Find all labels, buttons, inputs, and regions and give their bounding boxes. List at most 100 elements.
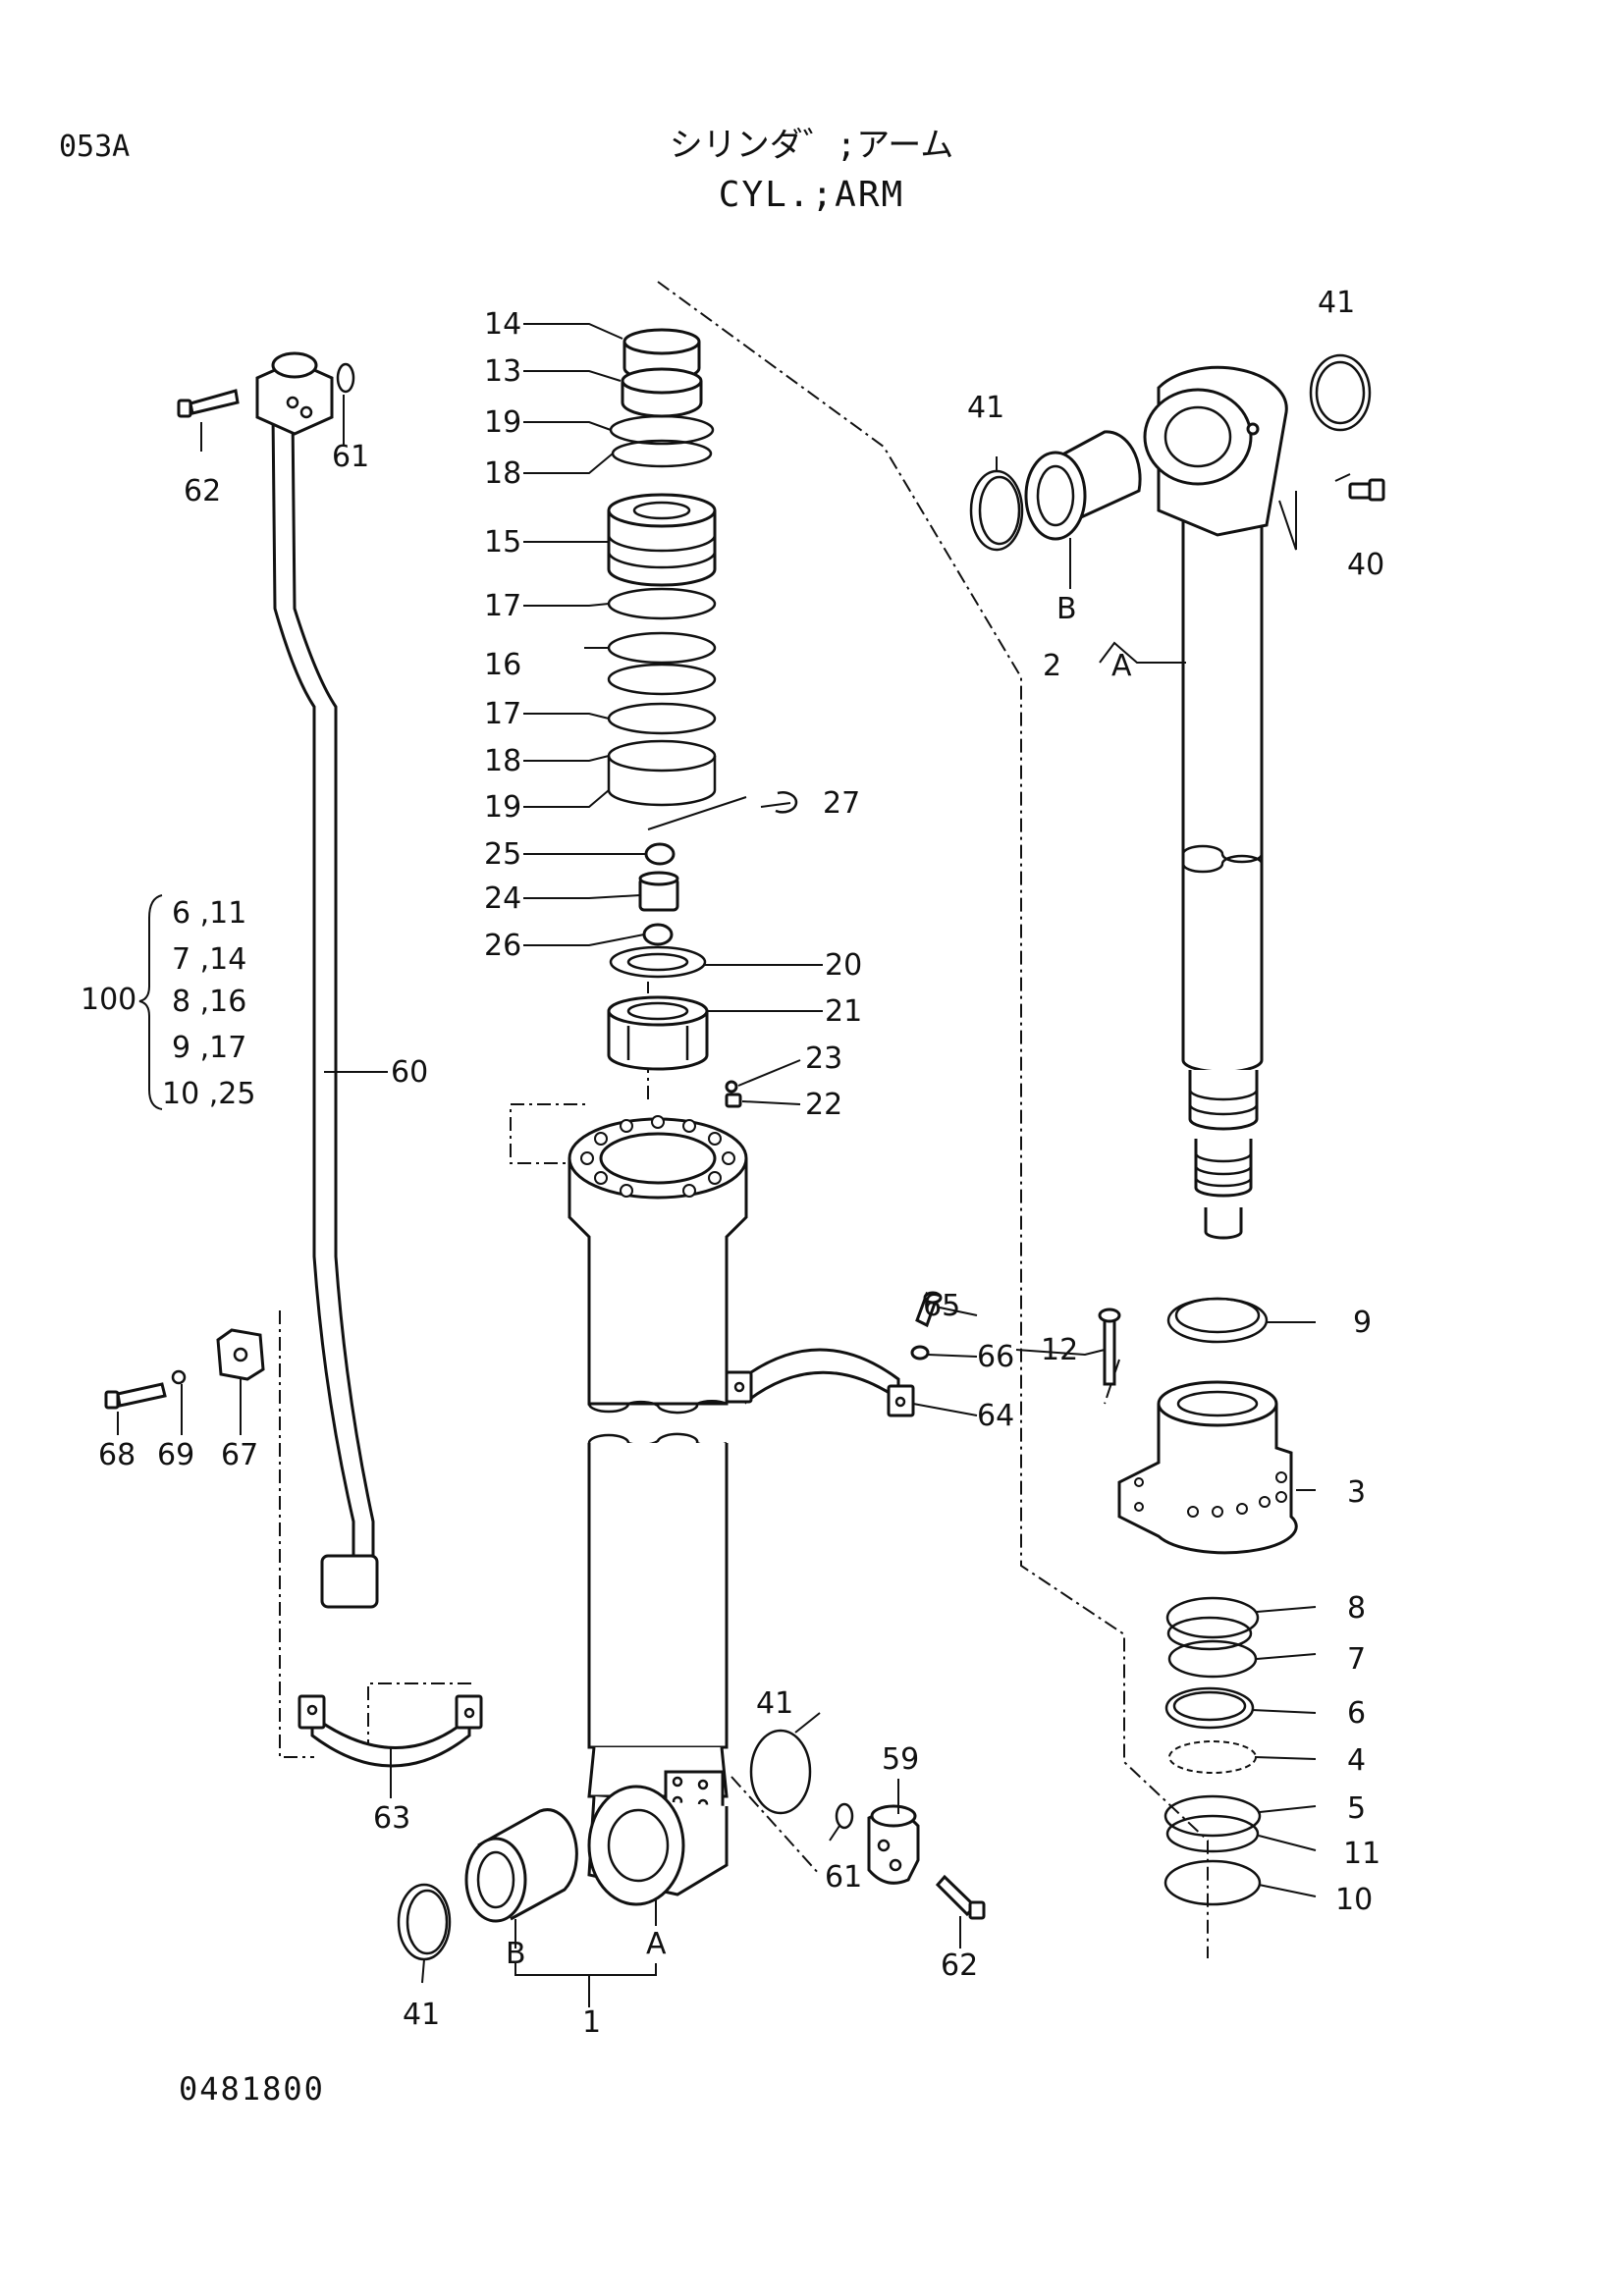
callout-69: 69: [157, 1438, 194, 1472]
callout-1: 1: [582, 2005, 601, 2040]
callout-6: 6: [1347, 1696, 1366, 1731]
callout-15: 15: [484, 525, 521, 560]
part-63-band-clamp: [298, 1694, 483, 1768]
callout-60: 60: [391, 1055, 428, 1090]
part-60-pipe: [271, 410, 379, 1609]
part-1-cylinder-tube: [568, 1115, 748, 1906]
callout-7: 7: [1347, 1642, 1366, 1677]
callout-20: 20: [825, 948, 862, 983]
leader-lines: [117, 323, 1351, 2007]
callout-17-upper: 17: [484, 589, 521, 623]
callout-3: 3: [1347, 1475, 1366, 1510]
kit-100-row: 10 ,25: [162, 1077, 255, 1111]
part-41-ring-rod-top: [1309, 353, 1372, 432]
callout-9: 9: [1353, 1306, 1372, 1340]
part-2-piston-rod: [1143, 365, 1288, 1240]
part-69-washer: [171, 1369, 187, 1385]
callout-27: 27: [823, 786, 860, 821]
callout-19-upper: 19: [484, 405, 521, 440]
callout-24: 24: [484, 881, 521, 916]
callout-66: 66: [977, 1340, 1014, 1374]
callout-41-bottom-left: 41: [403, 1998, 440, 2032]
callout-10: 10: [1335, 1883, 1373, 1917]
callout-41-rod-top: 41: [1318, 286, 1355, 320]
part-21-nut: [607, 995, 709, 1071]
callout-61-bottom: 61: [825, 1860, 862, 1895]
callout-12: 12: [1041, 1333, 1078, 1367]
part-5-ring: [1163, 1794, 1262, 1838]
callout-21: 21: [825, 994, 862, 1029]
callout-23: 23: [805, 1041, 842, 1076]
callout-22: 22: [805, 1088, 842, 1122]
part-18-ring-lower: [607, 739, 717, 773]
part-27-snap-ring: [775, 791, 798, 814]
callout-41-bottom-right: 41: [756, 1686, 793, 1721]
flange-bolt-holes: [580, 1115, 735, 1198]
callout-63: 63: [373, 1801, 410, 1836]
part-40-grease-fitting: [1348, 478, 1385, 502]
callout-17-lower: 17: [484, 697, 521, 731]
part-17-ring-lower: [607, 702, 717, 735]
callout-61-top: 61: [332, 440, 369, 474]
part-67-clamp-block: [216, 1328, 265, 1381]
callout-67: 67: [221, 1438, 258, 1472]
part-16-ring-b: [607, 663, 717, 696]
callout-2: 2: [1043, 649, 1061, 683]
part-10-ring: [1163, 1859, 1262, 1906]
page-code: 053A: [59, 130, 131, 164]
part-62-bolt-bottom: [935, 1874, 986, 1920]
part-11-ring: [1165, 1814, 1260, 1853]
callout-40: 40: [1347, 548, 1384, 582]
callout-14: 14: [484, 307, 521, 342]
title-english: CYL.;ARM: [718, 175, 905, 215]
callout-4: 4: [1347, 1743, 1366, 1778]
part-15-piston: [607, 493, 717, 587]
part-13-bushing: [621, 367, 703, 418]
callout-25: 25: [484, 837, 521, 872]
part-41-ring-bottom-left: [397, 1883, 452, 1961]
part-62-bolt-top: [177, 389, 240, 418]
part-61-o-ring-bottom: [835, 1802, 854, 1830]
callout-11: 11: [1343, 1837, 1380, 1871]
callout-13: 13: [484, 354, 521, 389]
part-41-ring-rod-left: [969, 469, 1024, 552]
part-4-ring: [1168, 1740, 1257, 1774]
part-24-plug: [638, 871, 679, 912]
part-3-cylinder-head: [1117, 1380, 1298, 1555]
callout-5: 5: [1347, 1791, 1366, 1826]
callout-16: 16: [484, 648, 521, 682]
kit-100-row: 8 ,16: [172, 985, 246, 1019]
part-68-bolt: [104, 1382, 167, 1410]
part-9-ring: [1166, 1297, 1269, 1344]
kit-100-label: 100: [81, 983, 136, 1017]
pipe-top-block: [255, 351, 334, 436]
kit-100-row: 9 ,17: [172, 1031, 246, 1065]
callout-26: 26: [484, 929, 521, 963]
callout-68: 68: [98, 1438, 135, 1472]
callout-64: 64: [977, 1399, 1014, 1433]
part-8-ring: [1165, 1596, 1260, 1651]
part-23-steel-ball: [725, 1080, 738, 1094]
seal-stack: [607, 328, 798, 1108]
part-61-o-ring-top: [336, 362, 355, 394]
callout-19-lower: 19: [484, 790, 521, 825]
part-17-ring-upper: [607, 587, 717, 620]
part-20-ring: [609, 945, 707, 979]
callout-b-tube: B: [506, 1937, 526, 1971]
part-12-bolt: [1098, 1308, 1121, 1386]
kit-100-row: 6 ,11: [172, 896, 246, 931]
callout-59: 59: [882, 1742, 919, 1777]
kit-100-row: 7 ,14: [172, 942, 246, 977]
title-japanese: シリンダ゛;アーム: [669, 126, 954, 165]
callout-65: 65: [923, 1289, 960, 1323]
callout-41-rod-left: 41: [967, 391, 1004, 425]
part-16-ring-a: [607, 631, 717, 665]
callout-18-lower: 18: [484, 744, 521, 778]
callout-a-tube: A: [646, 1927, 667, 1961]
kit-100-brace: [138, 894, 163, 1110]
part-66-nut: [910, 1345, 930, 1361]
part-65-bolt: [915, 1291, 943, 1328]
part-25-steel-ball: [644, 842, 676, 866]
callout-b-rod: B: [1056, 592, 1077, 626]
